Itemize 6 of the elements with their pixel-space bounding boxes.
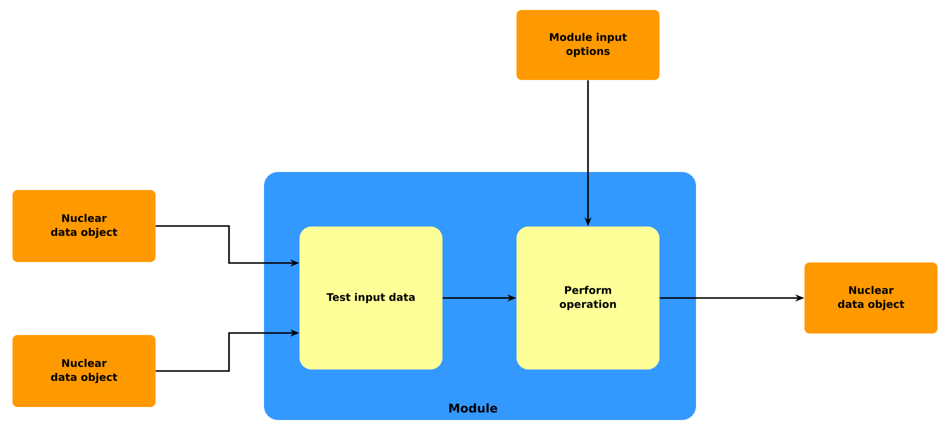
output-box: Nuclear data object xyxy=(804,262,938,334)
input-box: Nuclear data object xyxy=(12,335,156,407)
process-box: Perform operation xyxy=(516,226,660,370)
input-box: Nuclear data object xyxy=(12,190,156,262)
process-box: Test input data xyxy=(300,226,442,370)
input-box: Module input options xyxy=(516,10,660,80)
